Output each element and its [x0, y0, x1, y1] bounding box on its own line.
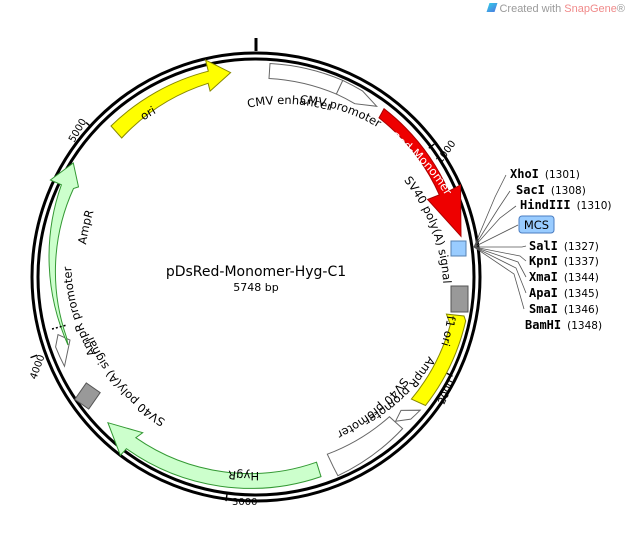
snapgene-watermark: Created with SnapGene®: [487, 3, 625, 15]
ori-arrow[interactable]: [110, 59, 232, 139]
site-sali[interactable]: SalI(1327): [529, 239, 599, 253]
site-xmai[interactable]: XmaI(1344): [529, 270, 599, 284]
tick-label-3000: 3000: [232, 497, 257, 508]
ampr-dashed-marker: [51, 324, 68, 330]
ampr-label: AmpR: [75, 208, 96, 245]
sv40-polya-box-1[interactable]: [450, 285, 469, 313]
watermark-prefix: Created with: [499, 3, 565, 15]
watermark-brand: SnapGene: [564, 3, 617, 15]
sv40-polya-box-2[interactable]: [74, 382, 101, 410]
dsred-monomer-arrow[interactable]: [378, 107, 462, 238]
mcs-label: MCS: [524, 218, 549, 232]
mcs-box[interactable]: [450, 240, 467, 257]
ampr-promoter-arrow-1[interactable]: [394, 409, 422, 422]
restriction-sites: XhoI(1301) SacI(1308) HindIII(1310) SalI…: [510, 167, 612, 332]
hygr-arrow[interactable]: [107, 421, 322, 489]
site-apai[interactable]: ApaI(1345): [529, 286, 599, 300]
watermark-suffix: ®: [616, 3, 625, 15]
ampr-promoter-arrow-2[interactable]: [55, 333, 71, 368]
cmv-promoter-arrow[interactable]: [335, 79, 378, 107]
mcs-callout: MCS: [518, 215, 555, 234]
site-bamhi[interactable]: BamHI(1348): [525, 318, 602, 332]
backbone-outer-ring: [30, 51, 482, 503]
backbone-inner-ring: [36, 57, 476, 497]
cmv-enhancer-arrow[interactable]: [268, 62, 344, 95]
site-kpni[interactable]: KpnI(1337): [529, 254, 599, 268]
ori-label: ori: [138, 103, 158, 123]
sv40-promoter-arrow[interactable]: [326, 416, 404, 477]
site-smai[interactable]: SmaI(1346): [529, 302, 599, 316]
plasmid-length: 5748 bp: [233, 281, 278, 294]
site-hindiii[interactable]: HindIII(1310): [520, 198, 612, 212]
ampr-arrow[interactable]: [48, 162, 80, 346]
position-ticks: 1000 2000 3000 4000 5000: [28, 117, 458, 508]
site-leader-lines: [473, 174, 527, 310]
plasmid-name: pDsRed-Monomer-Hyg-C1: [166, 264, 346, 280]
site-xhoi[interactable]: XhoI(1301): [510, 167, 580, 181]
mcs-label-box[interactable]: [518, 215, 555, 234]
site-saci[interactable]: SacI(1308): [516, 183, 586, 197]
f1-ori-arrow[interactable]: [410, 313, 467, 407]
hygr-label: HygR: [227, 468, 259, 484]
